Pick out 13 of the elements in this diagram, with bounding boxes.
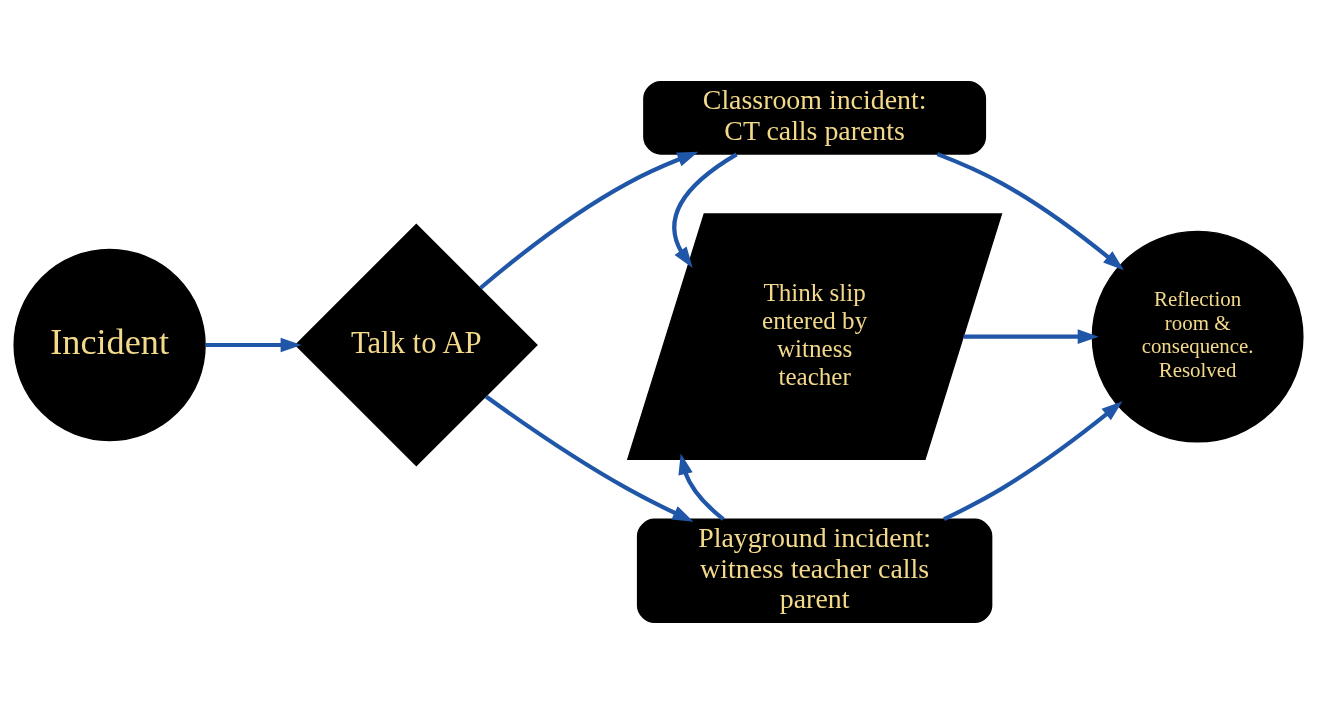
node-diamond: Talk to AP [294, 223, 538, 467]
arrow [963, 329, 1099, 344]
node-box: Classroom incident: CT calls parents [643, 80, 987, 155]
arrow [479, 151, 699, 290]
node-circle: Reflection room & consequence. Resolved [1091, 230, 1304, 443]
node-circle: Incident [13, 248, 206, 442]
arrow [672, 152, 738, 268]
arrow [678, 453, 725, 521]
arrow [936, 152, 1124, 271]
node-box: Playground incident: witness teacher calls parent [636, 518, 993, 624]
arrow [205, 337, 302, 353]
arrow [943, 401, 1123, 522]
arrow [484, 394, 694, 522]
